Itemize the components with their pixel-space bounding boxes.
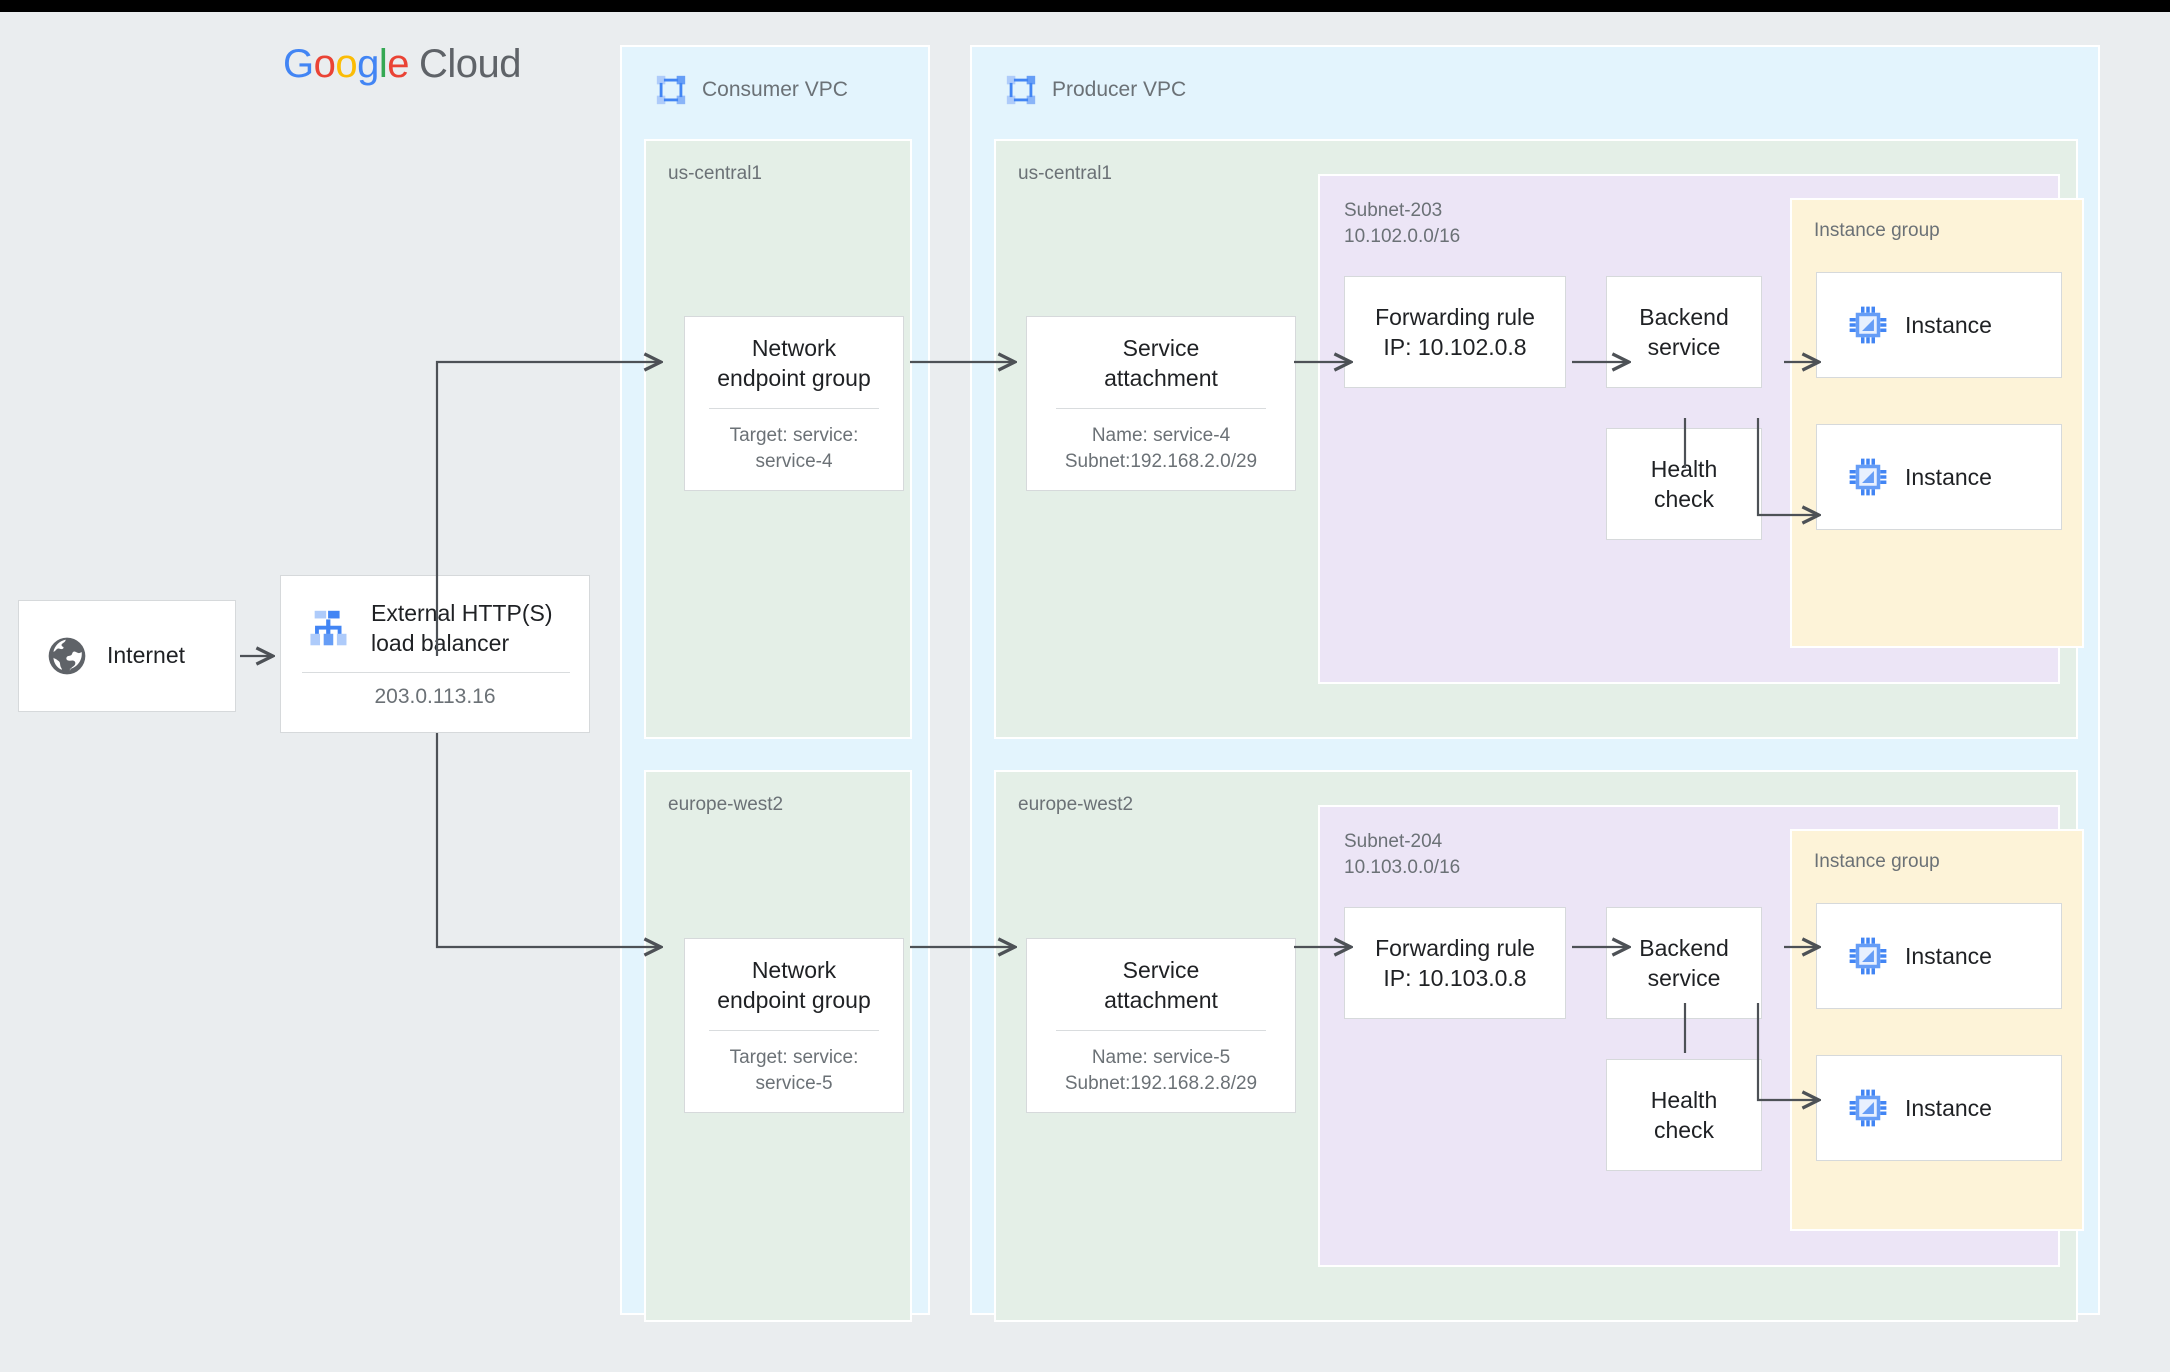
lb-ip: 203.0.113.16 [374, 685, 496, 709]
instance-chip-icon [1849, 306, 1887, 344]
consumer-region-label-2: europe-west2 [668, 794, 784, 815]
sa-sub-1: Name: service-4 Subnet:192.168.2.0/29 [1064, 425, 1258, 472]
instance-1a[interactable]: Instance [1816, 272, 2062, 378]
subnet-204-label: Subnet-204 10.103.0.0/16 [1344, 831, 1461, 878]
instance-label-2b: Instance [1905, 1094, 1992, 1121]
consumer-region-europe-west2: europe-west2 Network endpoint group Targ… [644, 770, 912, 1322]
instance-chip-icon [1849, 458, 1887, 496]
forwarding-rule-label-1: Forwarding rule IP: 10.102.0.8 [1375, 303, 1535, 360]
consumer-vpc-title: Consumer VPC [702, 78, 848, 101]
instance-chip-icon [1849, 937, 1887, 975]
lb-row: External HTTP(S) load balancer [281, 599, 552, 659]
load-balancer-node[interactable]: External HTTP(S) load balancer 203.0.113… [280, 575, 590, 733]
instance-group-2: Instance group [1790, 829, 2084, 1231]
instance-chip-icon [1849, 1089, 1887, 1127]
consumer-vpc-header: Consumer VPC [654, 73, 848, 107]
instance-2b[interactable]: Instance [1816, 1055, 2062, 1161]
health-check-label-1: Health check [1650, 455, 1718, 512]
producer-region-europe-west2: europe-west2 Service attachment Name: se… [994, 770, 2084, 1322]
service-attachment-1[interactable]: Service attachment Name: service-4 Subne… [1026, 316, 1296, 491]
sa-divider-1 [1056, 408, 1266, 410]
producer-region-label-1: us-central1 [1018, 163, 1112, 184]
neg-sub-1: Target: service: service-4 [729, 425, 859, 472]
internet-row: Internet [45, 634, 185, 678]
sa-title-1: Service attachment [1104, 334, 1218, 391]
lb-divider [302, 672, 570, 674]
logo-cloud-word: Cloud [419, 42, 522, 86]
logo-letter-l: l [378, 42, 388, 86]
forwarding-rule-1[interactable]: Forwarding rule IP: 10.102.0.8 [1344, 276, 1566, 388]
backend-service-label-2: Backend service [1639, 934, 1729, 991]
instance-group-label-1: Instance group [1814, 220, 1940, 241]
sa-sub-2: Name: service-5 Subnet:192.168.2.8/29 [1064, 1047, 1258, 1094]
logo-letter-e: e [387, 42, 410, 86]
forwarding-rule-2[interactable]: Forwarding rule IP: 10.103.0.8 [1344, 907, 1566, 1019]
producer-region-label-2: europe-west2 [1018, 794, 1134, 815]
sa-divider-2 [1056, 1030, 1266, 1032]
consumer-region-label-1: us-central1 [668, 163, 762, 184]
producer-vpc-header: Producer VPC [1004, 73, 1186, 107]
neg-divider-2 [708, 1030, 880, 1032]
vpc-icon [1006, 75, 1036, 105]
neg-title-2: Network endpoint group [717, 956, 871, 1013]
producer-region-us-central1: us-central1 Service attachment Name: ser… [994, 139, 2084, 739]
neg-title-1: Network endpoint group [717, 334, 871, 391]
sa-title-2: Service attachment [1104, 956, 1218, 1013]
internet-label: Internet [107, 642, 185, 669]
instance-1b[interactable]: Instance [1816, 424, 2062, 530]
internet-node[interactable]: Internet [18, 600, 236, 712]
instance-label-1a: Instance [1905, 311, 1992, 338]
load-balancer-icon [310, 610, 347, 645]
neg-divider-1 [708, 408, 880, 410]
subnet-203-label: Subnet-203 10.102.0.0/16 [1344, 200, 1461, 247]
producer-vpc-title: Producer VPC [1052, 78, 1187, 101]
instance-label-2a: Instance [1905, 942, 1992, 969]
health-check-label-2: Health check [1650, 1086, 1718, 1143]
top-black-bar [0, 0, 2170, 12]
health-check-2[interactable]: Health check [1606, 1059, 1762, 1171]
service-attachment-2[interactable]: Service attachment Name: service-5 Subne… [1026, 938, 1296, 1113]
subnet-203-container: Subnet-203 10.102.0.0/16 Forwarding rule… [1318, 174, 2084, 684]
consumer-vpc-container: Consumer VPC us-central1 Network endpoin… [620, 45, 930, 1322]
network-endpoint-group-1[interactable]: Network endpoint group Target: service: … [684, 316, 904, 491]
backend-service-label-1: Backend service [1639, 303, 1729, 360]
logo-letter-o2: o [335, 42, 358, 86]
instance-group-label-2: Instance group [1814, 851, 1940, 872]
instance-label-1b: Instance [1905, 463, 1992, 490]
vpc-icon [656, 75, 686, 105]
network-endpoint-group-2[interactable]: Network endpoint group Target: service: … [684, 938, 904, 1113]
producer-vpc-container: Producer VPC us-central1 Service attachm… [970, 45, 2100, 1322]
health-check-1[interactable]: Health check [1606, 428, 1762, 540]
logo-letter-o1: o [313, 42, 336, 86]
forwarding-rule-label-2: Forwarding rule IP: 10.103.0.8 [1375, 934, 1535, 991]
consumer-region-us-central1: us-central1 Network endpoint group Targe… [644, 139, 912, 739]
globe-icon [48, 637, 86, 675]
instance-2a[interactable]: Instance [1816, 903, 2062, 1009]
logo-letter-g1: G [283, 42, 314, 86]
backend-service-2[interactable]: Backend service [1606, 907, 1762, 1019]
logo-letter-g2: g [357, 42, 379, 86]
lb-title: External HTTP(S) load balancer [371, 599, 553, 656]
backend-service-1[interactable]: Backend service [1606, 276, 1762, 388]
neg-sub-2: Target: service: service-5 [729, 1047, 859, 1094]
subnet-204-container: Subnet-204 10.103.0.0/16 Forwarding rule… [1318, 805, 2084, 1267]
instance-group-1: Instance group [1790, 198, 2084, 648]
